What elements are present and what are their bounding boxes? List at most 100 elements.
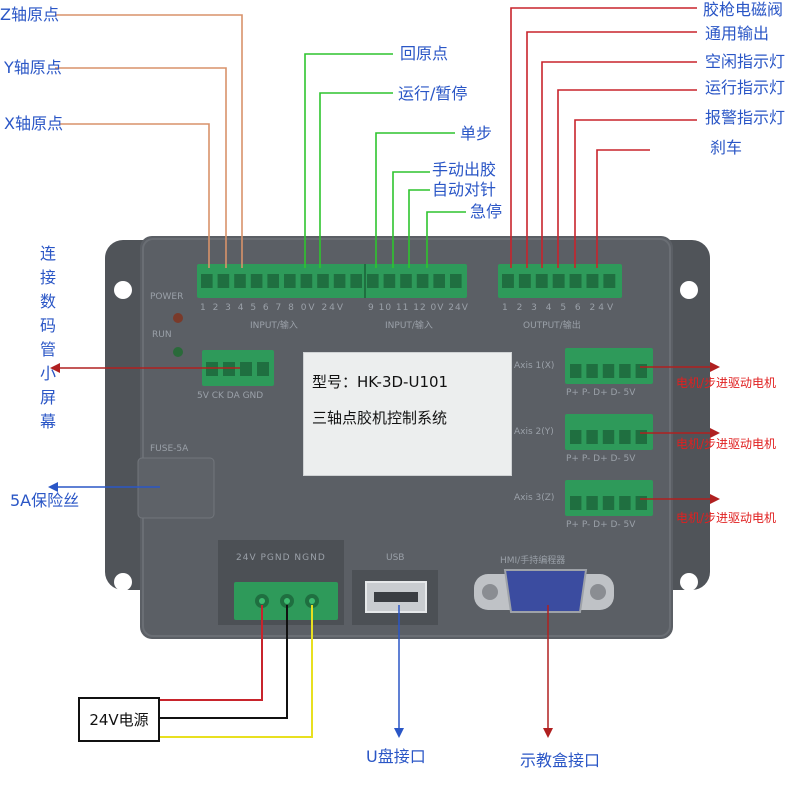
usb-arrow: [394, 605, 404, 738]
input-pin: [217, 274, 230, 288]
power-led: [173, 313, 183, 323]
axis2-label: Axis 2(Y): [514, 427, 554, 437]
display-label: 连接数码管小屏幕: [39, 244, 56, 431]
axis-pin: [635, 496, 647, 510]
model-label-card: 型号：HK-3D-U101 三轴点胶机控制系统: [303, 352, 512, 476]
axis3-motor-label: 电机/步进驱动电机: [676, 511, 777, 525]
input-pin: [367, 274, 379, 288]
axis-pin: [602, 364, 615, 378]
y-origin-label: Y轴原点: [4, 58, 62, 77]
axis-pin: [570, 364, 582, 378]
output-pin: [518, 274, 531, 288]
output-terminal-block: [498, 264, 622, 298]
display-pin: [257, 362, 269, 376]
glue-valve-label: 胶枪电磁阀: [703, 0, 784, 19]
display-pin: [223, 362, 235, 376]
general-output-label: 通用输出: [705, 24, 770, 43]
axis-pin: [635, 364, 647, 378]
input-pin: [333, 274, 346, 288]
axis-pin: [586, 496, 598, 510]
input-pin: [416, 274, 429, 288]
mount-hole: [114, 281, 132, 299]
input-pins-1: 1 2 3 4 5 6 7 8 0V 24V: [200, 303, 346, 313]
output-pin: [552, 274, 565, 288]
input-label-2: INPUT/输入: [385, 321, 433, 331]
input-pins-2: 9 10 11 12 0V 24V: [368, 303, 469, 313]
axis-pin: [619, 496, 631, 510]
axis2-motor-label: 电机/步进驱动电机: [676, 437, 777, 451]
output-pin: [603, 274, 616, 288]
axis-pin: [619, 430, 631, 444]
run-led-label: RUN: [152, 330, 172, 340]
axis1-motor-label: 电机/步进驱动电机: [676, 376, 777, 390]
input-pin: [383, 274, 396, 288]
z-origin-label: Z轴原点: [0, 5, 59, 24]
fuse-holder: [137, 457, 215, 519]
mount-hole: [680, 573, 698, 591]
axis2-pins: P+ P- D+ D- 5V: [566, 454, 636, 464]
input-pin: [267, 274, 279, 288]
usb-port: [365, 581, 427, 613]
run-pause-label: 运行/暂停: [398, 84, 468, 103]
axis-connectors: [565, 348, 653, 516]
usb-callout-label: U盘接口: [366, 747, 426, 766]
brake-label: 刹车: [710, 138, 743, 157]
model-number: 型号：HK-3D-U101: [312, 373, 449, 391]
power-wires: [160, 605, 313, 738]
output-pin: [586, 274, 599, 288]
input-terminal-block: [197, 264, 467, 298]
usb-label: USB: [386, 553, 405, 563]
alarm-light-label: 报警指示灯: [705, 108, 786, 127]
output-pin: [569, 274, 582, 288]
run-light-label: 运行指示灯: [705, 78, 786, 97]
output-pin: [535, 274, 548, 288]
mount-hole: [680, 281, 698, 299]
axis1-label: Axis 1(X): [514, 361, 555, 371]
axis1-pins: P+ P- D+ D- 5V: [566, 388, 636, 398]
output-label: OUTPUT/输出: [523, 321, 581, 331]
hmi-port: [474, 569, 614, 613]
display-pin: [206, 362, 218, 376]
mount-hole: [114, 573, 132, 591]
axis-pin: [602, 496, 615, 510]
input-pin: [250, 274, 263, 288]
motor-arrows: [640, 362, 720, 504]
input-label-1: INPUT/输入: [250, 321, 298, 331]
hmi-arrow: [543, 605, 553, 738]
fuse-label: FUSE-5A: [150, 444, 189, 454]
input-pin: [433, 274, 445, 288]
axis3-label: Axis 3(Z): [514, 493, 555, 503]
idle-light-label: 空闲指示灯: [705, 52, 786, 71]
single-step-label: 单步: [460, 124, 493, 143]
input-pin: [284, 274, 296, 288]
axis-pin: [619, 364, 631, 378]
fuse-callout-label: 5A保险丝: [10, 491, 80, 510]
input-pin: [300, 274, 313, 288]
axis3-pins: P+ P- D+ D- 5V: [566, 520, 636, 530]
power-supply-box: 24V电源: [78, 697, 160, 742]
input-pin: [317, 274, 329, 288]
input-pin: [350, 274, 362, 288]
input-pin: [234, 274, 246, 288]
power-pins: 24V PGND NGND: [236, 553, 326, 563]
auto-needle-label: 自动对针: [432, 180, 497, 199]
input-pin: [400, 274, 412, 288]
power-led-label: POWER: [150, 292, 184, 302]
axis-pin: [635, 430, 647, 444]
hmi-label: HMI/手持编程器: [500, 556, 566, 566]
axis-pin: [602, 430, 615, 444]
system-name: 三轴点胶机控制系统: [312, 409, 448, 427]
axis-pin: [570, 496, 582, 510]
run-led: [173, 347, 183, 357]
power-supply-label: 24V电源: [89, 711, 149, 729]
input-pin: [450, 274, 462, 288]
origin-wires: [55, 14, 243, 268]
display-arrow: [50, 363, 240, 373]
display-pins: 5V CK DA GND: [197, 391, 264, 401]
output-pin: [502, 274, 514, 288]
axis-pin: [570, 430, 582, 444]
display-pin: [240, 362, 252, 376]
output-wires: [510, 7, 697, 268]
x-origin-label: X轴原点: [4, 114, 63, 133]
